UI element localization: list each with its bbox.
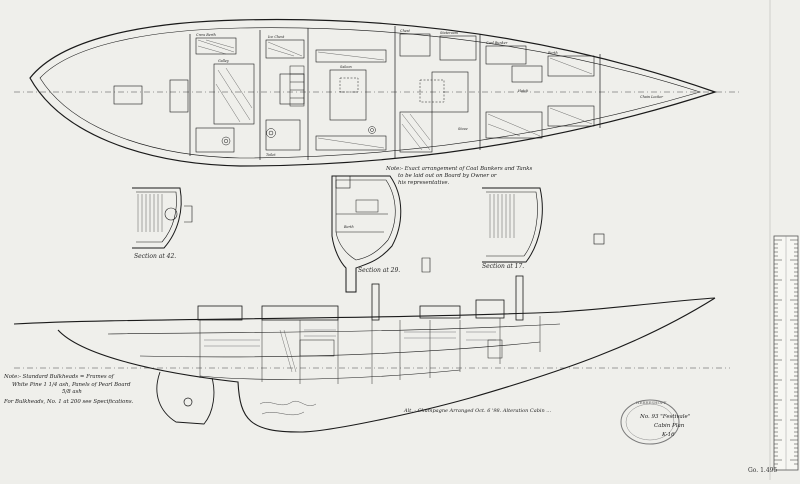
section-29-label: Section at 29. [358, 267, 400, 274]
section-42-label: Section at 42. [134, 253, 176, 260]
plan-note-line3: his representative. [398, 180, 450, 186]
stamp-line1: No. 93 "Festivale" [639, 414, 690, 420]
measuring-ruler [773, 235, 799, 471]
profile-note-line2: White Pine 1 1/4 ash, Panels of Pearl Bo… [12, 382, 131, 388]
label-toilet: Toilet [266, 153, 276, 157]
label-hatch: Hatch [517, 89, 528, 93]
label-berth: Berth [547, 51, 558, 55]
sheet-number: Go. 1.495 [748, 467, 777, 474]
profile-view [13, 275, 730, 433]
section-42: Section at 42. [132, 187, 193, 260]
label-coal-bunker: Coal Bunker [486, 41, 508, 45]
section-17-label: Section at 17. [482, 263, 524, 270]
label-chain-locker: Chain Locker [640, 95, 663, 99]
label-stove: Stove [458, 127, 468, 131]
section-29: Berth Section at 29. [331, 175, 431, 293]
stamp-ring-text: HERRESHOFF [636, 400, 667, 405]
stamp-line2: Cabin Plan [654, 423, 685, 429]
label-chest: Chest [400, 29, 411, 33]
handwritten-annotation: Alt. - Champagne Arranged Oct. 6 '98. Al… [403, 408, 551, 414]
profile-note-line3: 5/8 ash [62, 389, 82, 395]
label-galley: Galley [218, 59, 229, 63]
plan-note-line1: Note:- Exact arrangement of Coal Bunkers… [385, 166, 532, 172]
plan-view: Crew Berth Ice Chest Galley Toilet Saloo… [14, 18, 740, 186]
plan-note-line2: to be laid out on Board by Owner or [398, 173, 497, 179]
stamp-line3: K-16 [661, 432, 675, 438]
label-saloon: Saloon [340, 65, 352, 69]
profile-note-line1: Note:- Standard Bulkheads = Frames of [3, 374, 115, 380]
svg-text:Berth: Berth [343, 225, 354, 229]
profile-note: Note:- Standard Bulkheads = Frames of Wh… [3, 374, 134, 405]
label-ice-chest: Ice Chest [267, 35, 285, 39]
label-crew-berth: Crew Berth [196, 33, 216, 37]
registry-stamp: HERRESHOFF No. 93 "Festivale" Cabin Plan… [620, 399, 690, 445]
profile-note-line4: For Bulkheads, No. 1 at 200 see Specific… [3, 399, 134, 405]
section-17: Section at 17. [482, 187, 605, 270]
label-stateroom: Stateroom [440, 31, 458, 35]
